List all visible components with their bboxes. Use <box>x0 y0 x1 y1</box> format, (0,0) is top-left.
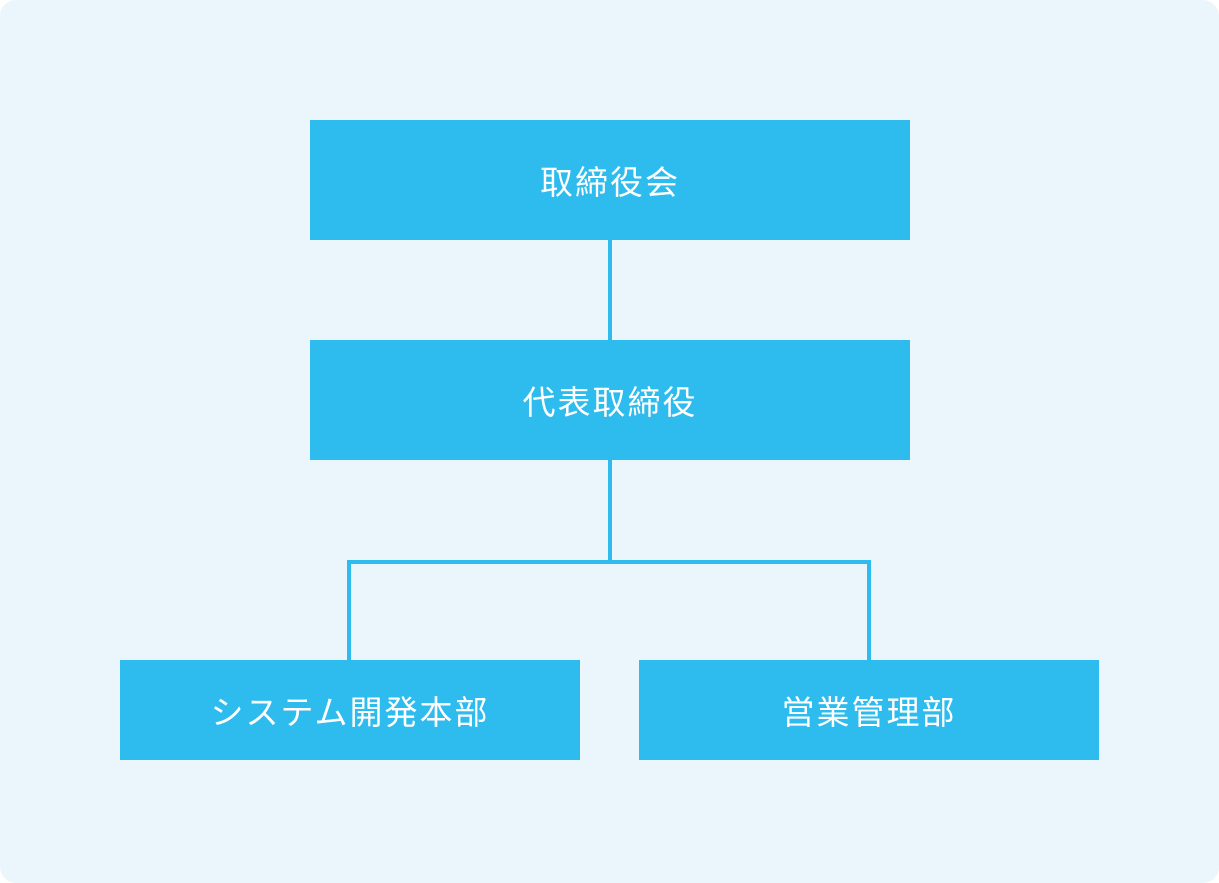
connector-branch-right <box>867 560 871 660</box>
node-label: 取締役会 <box>540 163 680 202</box>
connector-branch-horizontal <box>347 560 871 564</box>
node-sales-management-department: 営業管理部 <box>639 660 1099 760</box>
node-representative-director: 代表取締役 <box>310 340 910 460</box>
node-board-of-directors: 取締役会 <box>310 120 910 240</box>
node-label: システム開発本部 <box>210 693 490 732</box>
connector-ceo-trunk <box>608 460 612 564</box>
connector-branch-left <box>347 560 351 660</box>
connector-board-to-ceo <box>608 240 612 340</box>
node-system-development-division: システム開発本部 <box>120 660 580 760</box>
node-label: 営業管理部 <box>781 693 957 732</box>
node-label: 代表取締役 <box>522 383 698 422</box>
